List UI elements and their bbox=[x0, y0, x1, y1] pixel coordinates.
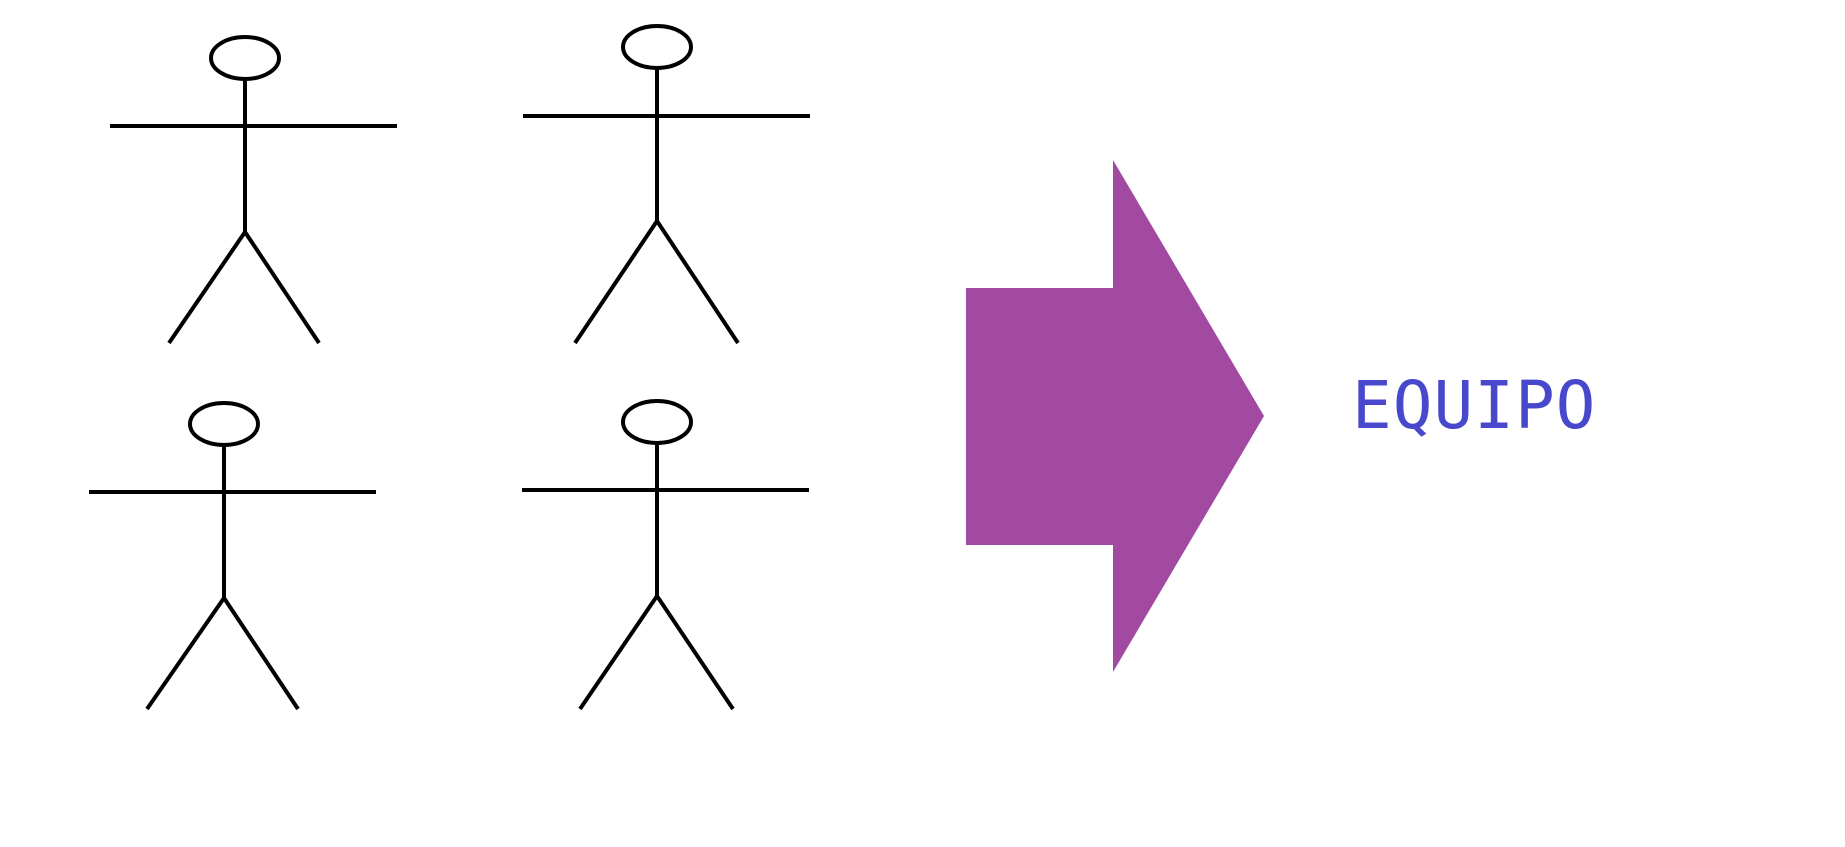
figure-right-leg bbox=[222, 596, 300, 711]
figure-left-leg bbox=[578, 594, 659, 711]
stick-figure-bottom-left bbox=[89, 401, 376, 711]
figure-left-leg bbox=[573, 219, 659, 345]
figure-right-leg bbox=[655, 219, 740, 345]
figure-right-leg bbox=[243, 230, 321, 345]
stick-figure-top-right bbox=[523, 24, 810, 345]
right-arrow-icon bbox=[966, 160, 1264, 672]
figure-right-leg bbox=[655, 594, 735, 711]
figure-head bbox=[621, 399, 693, 445]
figure-head bbox=[209, 35, 281, 81]
stick-figure-top-left bbox=[110, 35, 397, 345]
figure-head bbox=[621, 24, 693, 70]
figure-head bbox=[188, 401, 260, 447]
equipo-label: EQUIPO bbox=[1352, 367, 1597, 444]
figure-left-leg bbox=[145, 596, 226, 711]
figure-left-leg bbox=[167, 230, 247, 345]
stick-figure-bottom-right bbox=[522, 399, 809, 711]
